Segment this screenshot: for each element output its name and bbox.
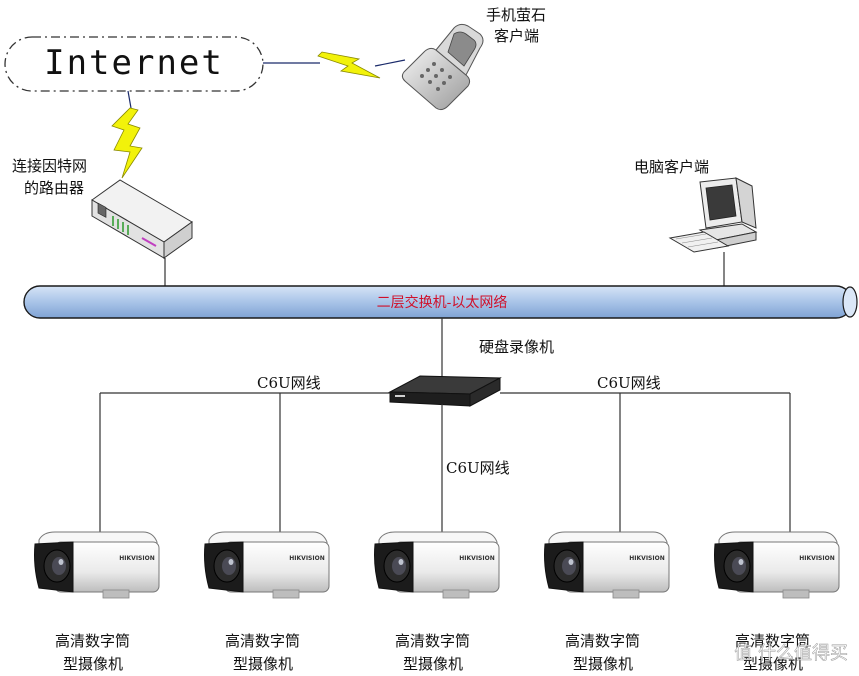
camera-label-line2: 型摄像机 [63,655,123,673]
cable-label-right: C6U网线 [597,374,661,392]
camera-label-line2: 型摄像机 [403,655,463,673]
watermark: 值 什么值得买 [734,643,848,664]
router-icon [91,179,193,259]
switch-bus-label: 二层交换机-以太网络 [377,294,508,311]
cable-label-left: C6U网线 [257,374,321,392]
phone-label-line2: 客户端 [494,27,539,45]
internet-cloud: Internet [4,36,264,92]
camera-brand-logo: HIKVISION [629,555,664,562]
bullet-camera-icon: HIKVISION [714,531,840,599]
camera-group: HIKVISION高清数字筒型摄像机HIKVISION高清数字筒型摄像机HIKV… [34,531,840,673]
camera-label-line1: 高清数字筒 [735,632,810,650]
camera-label-line2: 型摄像机 [233,655,293,673]
nvr-label: 硬盘录像机 [479,338,554,356]
camera-label-line2: 型摄像机 [573,655,633,673]
camera-wiring [99,392,791,532]
camera-label-line1: 高清数字筒 [225,632,300,650]
nvr-device-icon [388,375,502,407]
camera-brand-logo: HIKVISION [119,555,154,562]
internet-label: Internet [44,43,224,83]
phone-icon [401,23,484,111]
bullet-camera-icon: HIKVISION [544,531,670,599]
lightning-icon [317,51,381,79]
camera-label-line1: 高清数字筒 [565,632,640,650]
camera-label-line1: 高清数字筒 [395,632,470,650]
camera-brand-logo: HIKVISION [459,555,494,562]
phone-label-line1: 手机萤石 [486,6,546,24]
lightning-icon [111,107,143,179]
computer-icon [668,177,758,253]
camera-label-line1: 高清数字筒 [55,632,130,650]
switch-bus: 二层交换机-以太网络 [23,285,858,319]
cable-label-center: C6U网线 [446,459,510,477]
camera-brand-logo: HIKVISION [289,555,324,562]
camera-label-line2: 型摄像机 [743,655,803,673]
router-label-line1: 连接因特网 [12,157,87,175]
wireless-link-router [111,90,143,179]
bullet-camera-icon: HIKVISION [374,531,500,599]
router-label-line2: 的路由器 [24,179,84,197]
pc-label: 电脑客户端 [634,158,709,176]
bullet-camera-icon: HIKVISION [204,531,330,599]
camera-brand-logo: HIKVISION [799,555,834,562]
wireless-link-phone [263,51,406,79]
bullet-camera-icon: HIKVISION [34,531,160,599]
